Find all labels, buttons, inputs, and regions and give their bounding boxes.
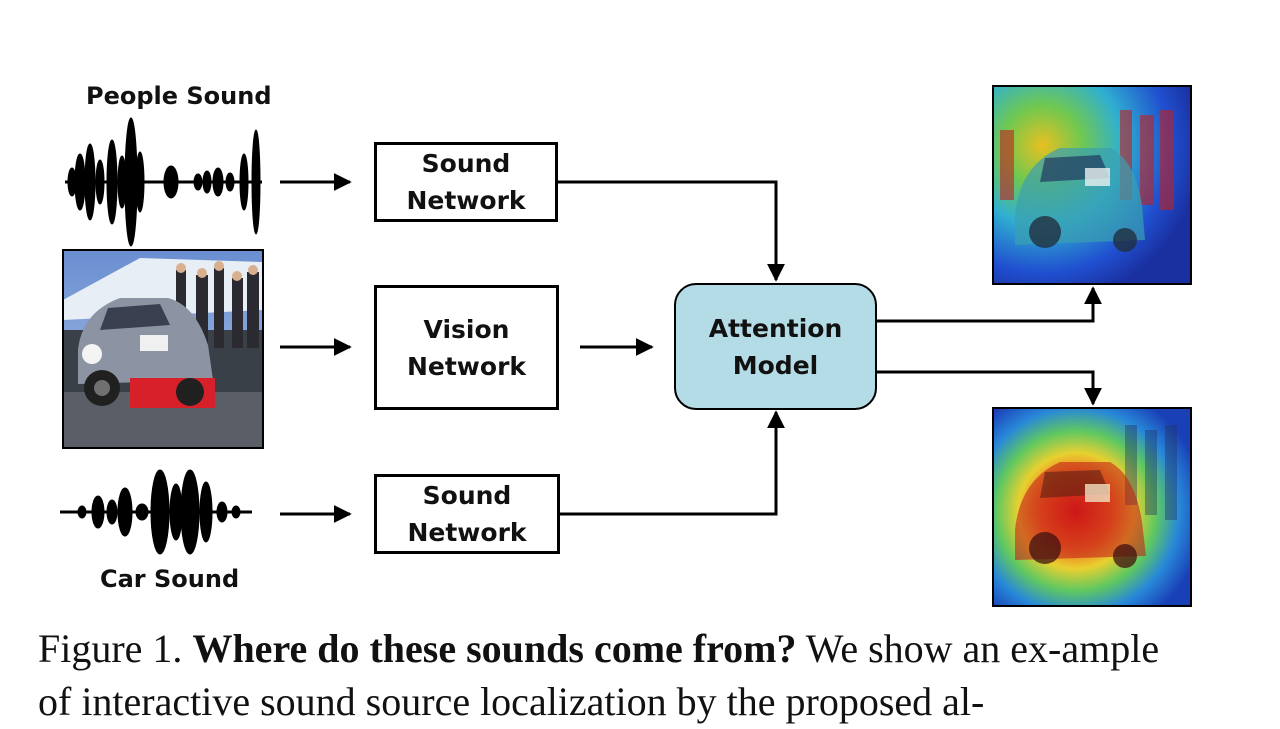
caption-bold-title: Where do these sounds come from? [192, 626, 797, 671]
people-sound-label: People Sound [86, 82, 272, 110]
sound-network-bottom-box: Sound Network [374, 474, 560, 554]
arrow-attention-to-bottom-output [876, 370, 1102, 406]
vision-network-box: Vision Network [374, 285, 559, 410]
output-heatmap-car [992, 407, 1192, 607]
attention-model-box: Attention Model [674, 283, 877, 410]
car-sound-label: Car Sound [100, 565, 240, 593]
arrow-bottom-sound-to-attention [560, 410, 785, 516]
vision-network-line1: Vision [423, 314, 510, 344]
sound-network-top-box: Sound Network [374, 142, 558, 222]
caption-rest: We show an ex-ample of interactive sound… [38, 626, 1160, 724]
vision-network-line2: Network [406, 351, 527, 381]
arrow-attention-to-top-output [876, 286, 1102, 323]
caption-prefix: Figure 1. [38, 626, 193, 671]
car-sound-waveform [60, 469, 252, 555]
figure-caption: Figure 1. Where do these sounds come fro… [38, 622, 1198, 728]
attention-model-line2: Model [732, 350, 819, 380]
input-car-photo [62, 249, 264, 449]
output-heatmap-people [992, 85, 1192, 285]
sound-network-bottom-line2: Network [407, 518, 527, 547]
sound-network-top-line1: Sound [421, 149, 511, 178]
sound-network-top-line2: Network [406, 186, 526, 215]
attention-model-line1: Attention [708, 313, 843, 343]
people-sound-waveform [65, 117, 262, 247]
arrow-top-sound-to-attention [558, 180, 785, 282]
sound-network-bottom-line1: Sound [422, 481, 512, 510]
